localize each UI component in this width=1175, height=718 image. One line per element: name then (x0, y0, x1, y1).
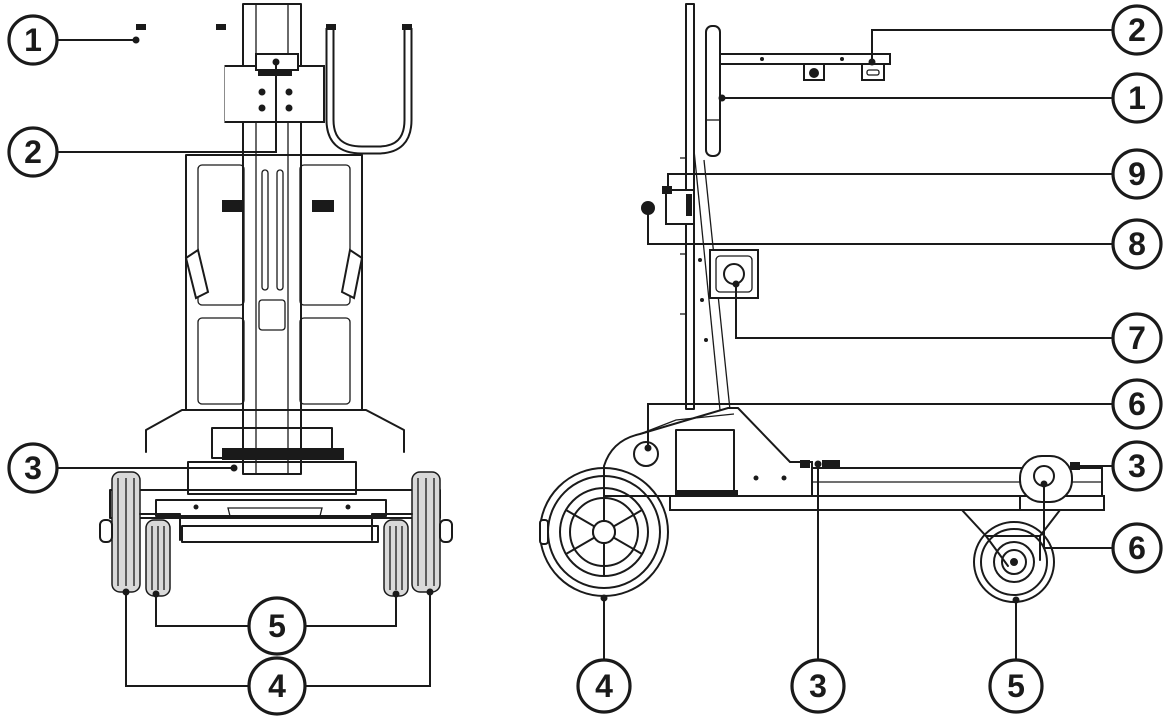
side-callout-5: 5 (988, 658, 1044, 714)
front-handle-right (325, 24, 413, 155)
front-view: 1 2 3 5 4 (7, 3, 453, 716)
side-callout-3-bottom: 3 (790, 658, 846, 714)
side-wheel (539, 467, 669, 597)
svg-text:3: 3 (24, 450, 42, 486)
side-callout-6-upper: 6 (1111, 378, 1163, 430)
front-caster-right (371, 513, 413, 597)
svg-text:5: 5 (1007, 668, 1025, 704)
svg-text:1: 1 (1128, 80, 1146, 116)
side-top-arm (719, 53, 891, 81)
side-view: 2 1 9 8 7 6 3 6 (539, 3, 1163, 714)
svg-text:4: 4 (595, 668, 613, 704)
side-callout-8: 8 (1111, 218, 1163, 270)
side-callout-9: 9 (1111, 148, 1163, 200)
side-towing-eye (1019, 455, 1080, 503)
side-base (603, 407, 1105, 511)
side-callout-3-right: 3 (1111, 440, 1163, 492)
front-callout-4: 4 (247, 656, 307, 716)
side-handle (705, 25, 721, 157)
side-caster (959, 509, 1063, 603)
side-leaders (600, 29, 1113, 660)
side-callout-7: 7 (1111, 312, 1163, 364)
side-panel-socket (709, 249, 759, 299)
side-callout-4: 4 (576, 658, 632, 714)
svg-text:4: 4 (268, 668, 286, 704)
svg-text:3: 3 (1128, 448, 1146, 484)
svg-text:2: 2 (1128, 12, 1146, 48)
front-wheel-left (99, 471, 141, 593)
svg-text:6: 6 (1128, 530, 1146, 566)
front-callout-3: 3 (7, 442, 59, 494)
front-callout-5: 5 (247, 596, 307, 656)
svg-text:8: 8 (1128, 226, 1146, 262)
svg-text:3: 3 (809, 668, 827, 704)
svg-text:6: 6 (1128, 386, 1146, 422)
side-callout-1: 1 (1111, 72, 1163, 124)
front-caster-left (139, 513, 181, 597)
front-callout-2: 2 (7, 126, 59, 178)
svg-text:2: 2 (24, 134, 42, 170)
front-callout-1: 1 (7, 14, 59, 66)
front-body-frame (184, 154, 364, 411)
svg-text:7: 7 (1128, 320, 1146, 356)
front-leaders (58, 36, 434, 687)
front-mount-plate (223, 53, 325, 123)
side-callout-2: 2 (1111, 4, 1163, 56)
svg-text:5: 5 (268, 608, 286, 644)
front-handle-left (136, 24, 226, 153)
svg-text:9: 9 (1128, 156, 1146, 192)
side-bracket (641, 186, 695, 225)
front-wheel-right (411, 471, 453, 593)
svg-text:1: 1 (24, 22, 42, 58)
side-callout-6-lower: 6 (1111, 522, 1163, 574)
